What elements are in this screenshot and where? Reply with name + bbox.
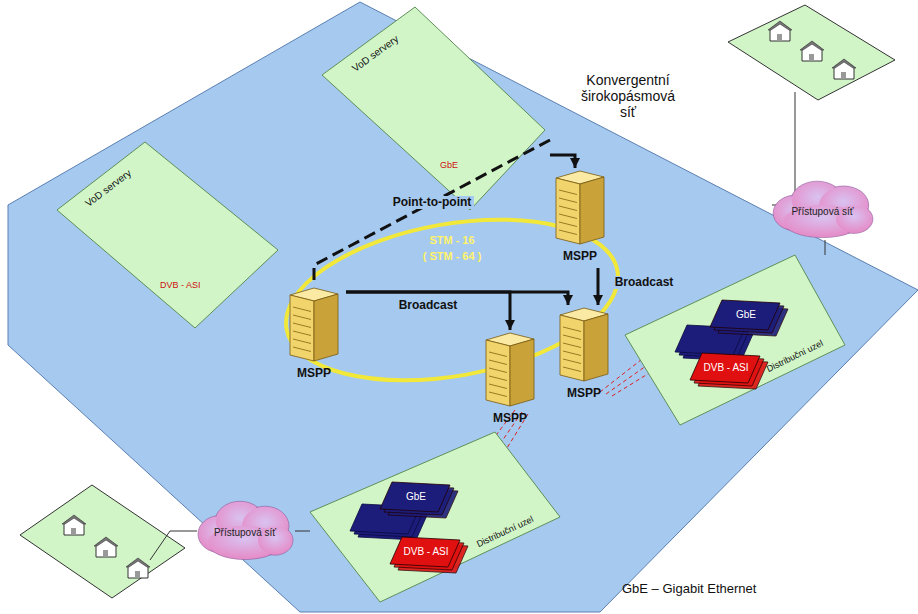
broadband-region bbox=[8, 2, 918, 612]
edge-label: Point-to-point bbox=[390, 196, 475, 210]
cloud-label: Přístupová síť bbox=[788, 206, 857, 218]
abbreviation-note: GbE – Gigabit Ethernet bbox=[622, 582, 756, 597]
dvb-asi-card: DVB - ASI bbox=[690, 353, 760, 383]
device-name: MSPP bbox=[563, 250, 597, 264]
card-label: GbE bbox=[406, 491, 426, 503]
interface-label: GbE bbox=[440, 160, 458, 170]
card-label: DVB - ASI bbox=[403, 546, 448, 558]
gbe-card: GbE bbox=[710, 300, 780, 330]
ring-rate: STM - 16 bbox=[429, 234, 474, 247]
network-title: Konvergentní širokopásmová síť bbox=[572, 72, 684, 120]
access-link bbox=[825, 240, 826, 255]
distribution-panel: Distribuční uzelGbEDVB - ASI bbox=[310, 432, 560, 602]
houses-panel bbox=[20, 485, 185, 598]
dvb-asi-card: DVB - ASI bbox=[390, 537, 460, 567]
broadcast-link bbox=[346, 292, 510, 330]
server-panel: VoD servery bbox=[55, 140, 280, 330]
device-name: MSPP bbox=[493, 412, 527, 426]
card-label: GbE bbox=[736, 309, 756, 321]
server-panel-outline bbox=[320, 5, 550, 215]
point-to-point-link bbox=[314, 140, 550, 285]
mspp-node: MSPP bbox=[478, 330, 542, 430]
ring-rate: ( STM - 64 ) bbox=[423, 250, 482, 263]
broadcast-link bbox=[550, 155, 575, 168]
device-name: MSPP bbox=[567, 387, 601, 401]
card-label: DVB - ASI bbox=[703, 362, 748, 374]
edge-label: Broadcast bbox=[612, 276, 677, 290]
access-link bbox=[295, 531, 310, 532]
device-name: MSPP bbox=[297, 367, 331, 381]
mspp-node: MSPP bbox=[552, 305, 616, 405]
mspp-node: MSPP bbox=[548, 168, 612, 268]
mspp-node: MSPP bbox=[282, 285, 346, 385]
access-cloud: Přístupová síť bbox=[195, 500, 295, 562]
cloud-label: Přístupová síť bbox=[213, 527, 277, 539]
gbe-card: GbE bbox=[380, 482, 450, 512]
access-cloud: Přístupová síť bbox=[770, 180, 875, 240]
houses-panel bbox=[728, 5, 895, 100]
broadcast-link bbox=[597, 268, 600, 305]
server-panel-outline bbox=[55, 140, 280, 330]
edge-label: Broadcast bbox=[396, 299, 461, 313]
interface-label: DVB - ASI bbox=[160, 280, 201, 290]
server-panel: VoD servery bbox=[320, 5, 550, 215]
